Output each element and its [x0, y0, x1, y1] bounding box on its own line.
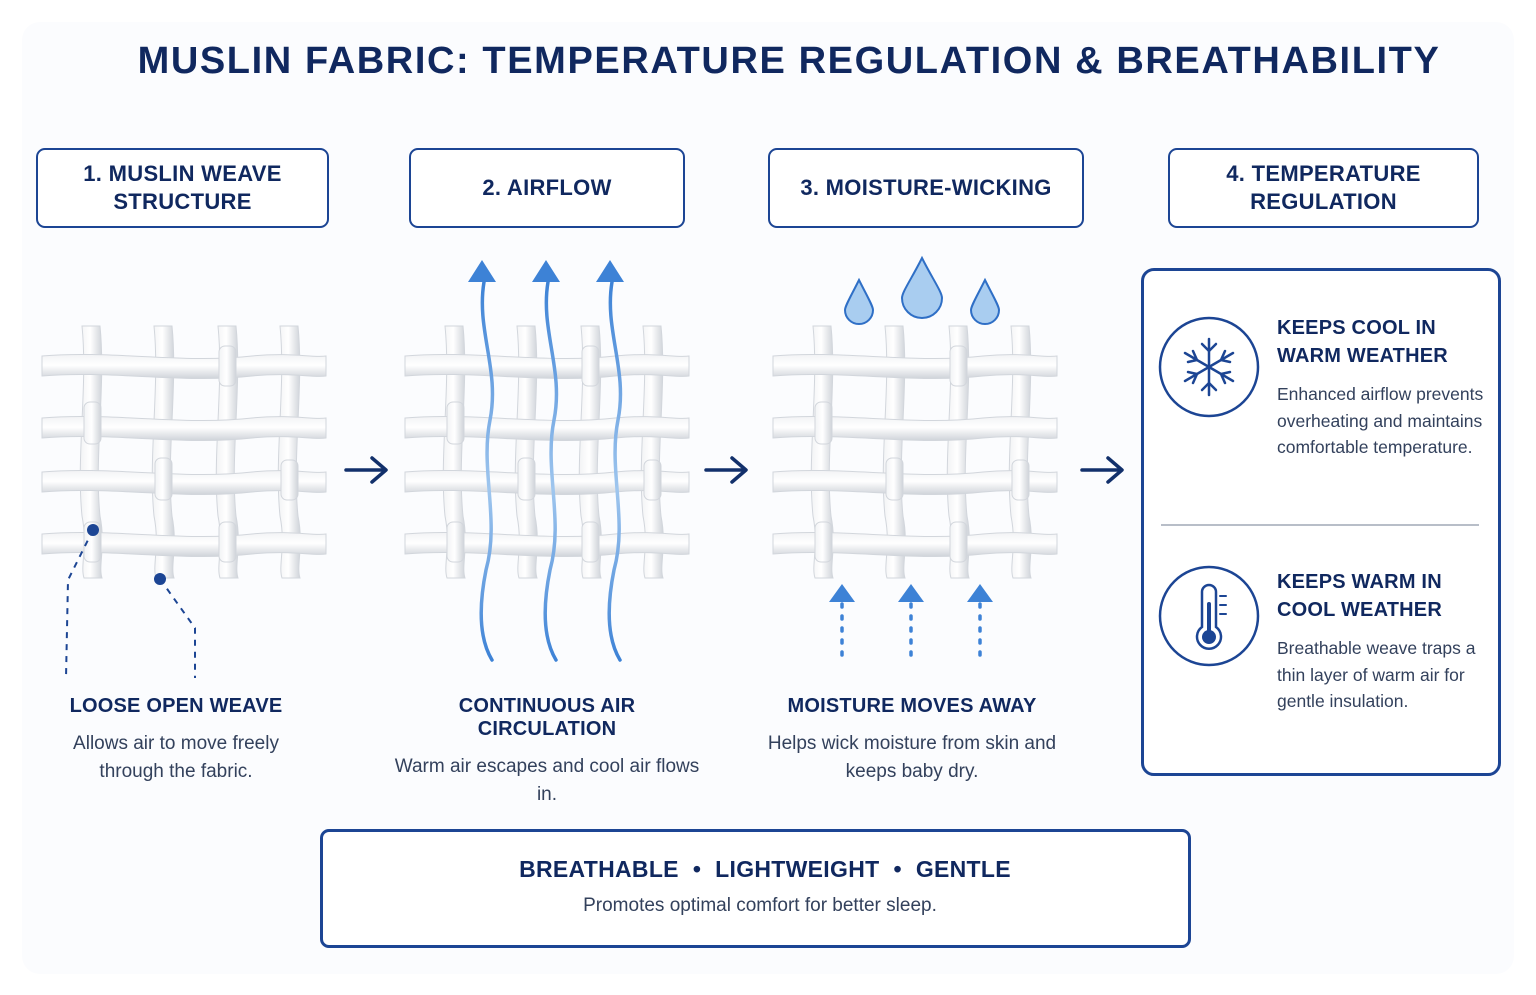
- benefits-heading: BREATHABLE • LIGHTWEIGHT • GENTLE: [495, 856, 1035, 883]
- step-label: 3. MOISTURE-WICKING: [800, 175, 1052, 200]
- caption-air-circulation: CONTINUOUS AIR CIRCULATION Warm air esca…: [387, 695, 707, 809]
- separator-dot: •: [893, 856, 902, 882]
- airflow-arrows: [479, 280, 623, 662]
- benefit-gentle: GENTLE: [915, 856, 1011, 882]
- step-box-weave-structure: 1. MUSLIN WEAVE STRUCTURE: [36, 148, 329, 228]
- caption-text: Helps wick moisture from skin and keeps …: [767, 733, 1057, 782]
- moisture-up-arrows: [829, 584, 993, 664]
- arrow-right-icon: [344, 456, 388, 484]
- arrow-right-icon: [1080, 456, 1124, 484]
- keeps-warm-heading: KEEPS WARM IN COOL WEATHER: [1277, 571, 1442, 621]
- caption-moisture-moves-away: MOISTURE MOVES AWAY Helps wick moisture …: [765, 695, 1059, 786]
- airflow-arrowheads: [468, 260, 624, 282]
- keeps-warm-text: Breathable weave traps a thin layer of w…: [1277, 638, 1476, 711]
- thermometer-icon: [1158, 565, 1260, 667]
- benefits-subtitle: Promotes optimal comfort for better slee…: [583, 895, 937, 916]
- step-label: 1. MUSLIN WEAVE STRUCTURE: [83, 161, 282, 214]
- weave-pointer-callout: [65, 524, 196, 679]
- keeps-cool-text: Enhanced airflow prevents overheating an…: [1277, 384, 1484, 457]
- caption-loose-open-weave: LOOSE OPEN WEAVE Allows air to move free…: [46, 695, 306, 786]
- benefit-breathable: BREATHABLE: [519, 856, 679, 882]
- caption-heading: LOOSE OPEN WEAVE: [69, 695, 283, 717]
- water-drops: [843, 255, 1001, 325]
- caption-text: Warm air escapes and cool air flows in.: [394, 756, 700, 805]
- temperature-regulation-panel: [1141, 268, 1501, 776]
- separator-dot: •: [692, 856, 702, 882]
- step-label: 4. TEMPERATURE REGULATION: [1226, 161, 1421, 214]
- fabric-weave-illustration-2: [404, 325, 690, 579]
- step-box-moisture-wicking: 3. MOISTURE-WICKING: [768, 148, 1084, 228]
- arrow-right-icon: [704, 456, 748, 484]
- benefits-summary-box: [320, 829, 1191, 948]
- step-box-airflow: 2. AIRFLOW: [409, 148, 685, 228]
- caption-heading: CONTINUOUS AIR CIRCULATION: [458, 695, 636, 740]
- caption-heading: MOISTURE MOVES AWAY: [787, 695, 1037, 717]
- keeps-cool-heading: KEEPS COOL IN WARM WEATHER: [1277, 317, 1448, 367]
- step-box-temperature-regulation: 4. TEMPERATURE REGULATION: [1168, 148, 1479, 228]
- snowflake-icon: [1158, 316, 1260, 418]
- step-label: 2. AIRFLOW: [482, 175, 612, 200]
- fabric-weave-illustration-1: [41, 325, 327, 579]
- page-title: MUSLIN FABRIC: TEMPERATURE REGULATION & …: [137, 40, 1441, 82]
- benefit-lightweight: LIGHTWEIGHT: [715, 856, 880, 882]
- fabric-weave-illustration-3: [772, 325, 1058, 579]
- caption-text: Allows air to move freely through the fa…: [73, 733, 279, 782]
